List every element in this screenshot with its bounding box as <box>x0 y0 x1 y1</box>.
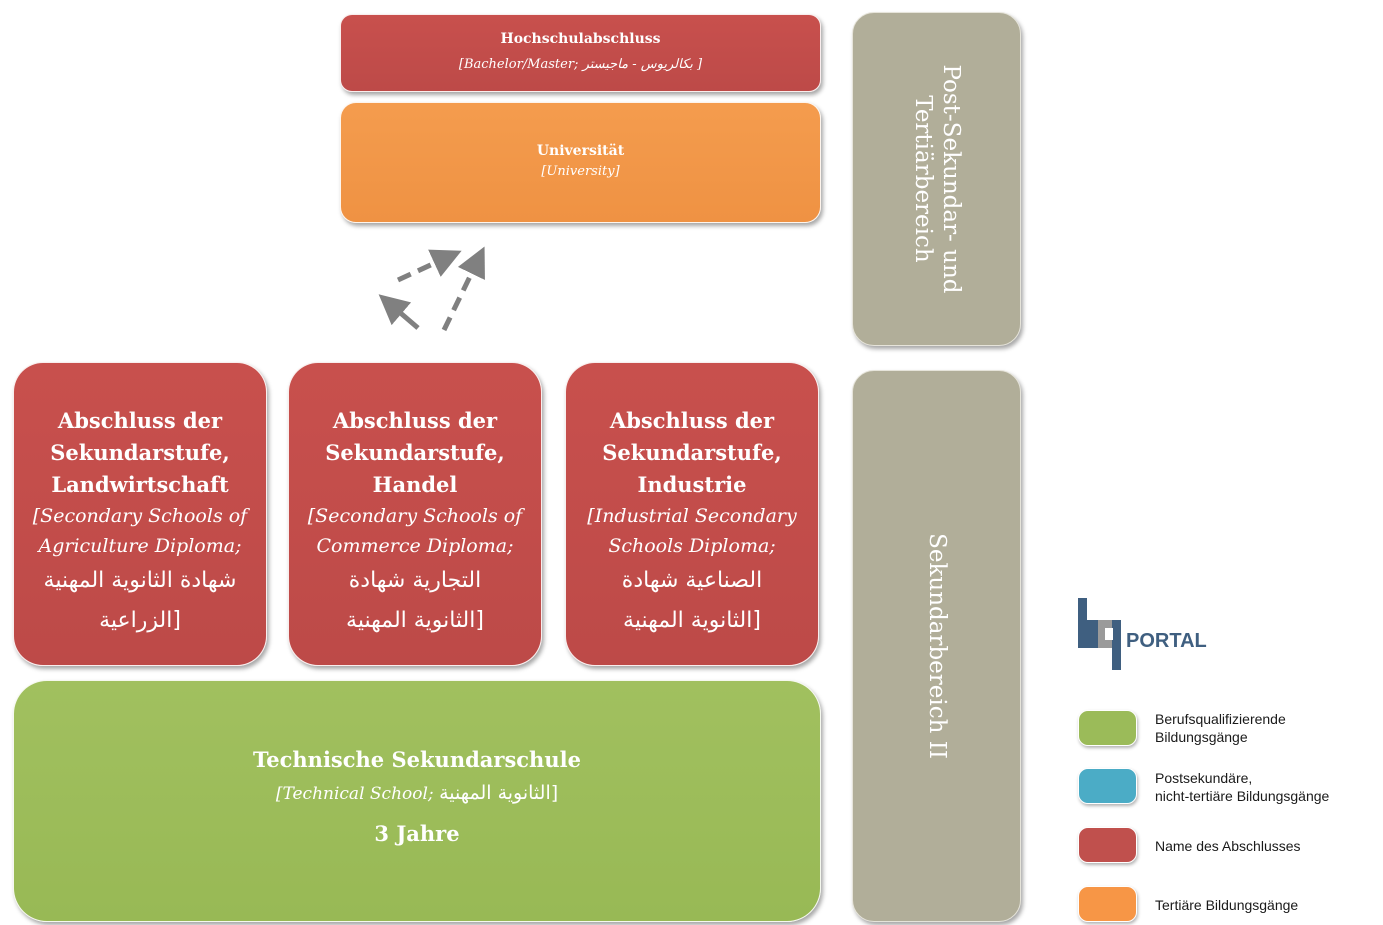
level-post-secondary-label-line1: Post-Sekundar- und <box>937 64 964 294</box>
logo-text: PORTAL <box>1126 630 1207 652</box>
legend-swatch-vocational <box>1078 710 1137 746</box>
legend-swatch-post-secondary <box>1078 768 1137 804</box>
diploma-industry-title-2: Sekundarstufe, <box>602 440 782 465</box>
diploma-commerce-arabic-1: التجارية شهادة <box>348 568 482 593</box>
level-secondary-ii-label: Sekundarbereich II <box>923 533 950 759</box>
university-box: Universität [University] <box>340 102 821 223</box>
legend-swatch-degree-name <box>1078 827 1137 863</box>
diploma-industry-english-2: Schools Diploma; <box>608 535 776 557</box>
diploma-agriculture-english-2: Agriculture Diploma; <box>38 535 242 557</box>
diploma-commerce-english-1: [Secondary Schools of <box>307 505 523 527</box>
legend-label-vocational-line1: Berufsqualifizierende <box>1155 711 1286 727</box>
technical-school-subtitle: [Technical School; الثانوية المهنية] <box>14 782 820 804</box>
university-title: Universität <box>536 143 625 159</box>
diploma-agriculture-box: Abschluss der Sekundarstufe, Landwirtsch… <box>13 362 267 666</box>
higher-education-degree-subtitle: [Bachelor/Master; بكالريوس - ماجيستر ] <box>458 57 703 72</box>
arrow-back-left <box>378 294 420 330</box>
diploma-industry-title-3: Industrie <box>637 472 747 497</box>
legend-label-vocational: Berufsqualifizierende Bildungsgänge <box>1155 710 1286 746</box>
diploma-agriculture-title-1: Abschluss der <box>57 408 223 433</box>
diploma-agriculture-title-3: Landwirtschaft <box>51 472 229 497</box>
bq-portal-logo <box>1078 598 1121 670</box>
legend-label-degree-name: Name des Abschlusses <box>1155 838 1301 854</box>
higher-education-degree-title: Hochschulabschluss <box>500 31 661 47</box>
technical-school-title: Technische Sekundarschule <box>253 747 581 772</box>
diploma-industry-title-1: Abschluss der <box>609 408 775 433</box>
level-post-secondary-tertiary: Post-Sekundar- und Tertiärbereich <box>852 12 1021 346</box>
arrow-to-university-right <box>441 246 485 332</box>
legend-label-tertiary: Tertiäre Bildungsgänge <box>1155 897 1299 913</box>
technical-school-duration: 3 Jahre <box>374 821 460 846</box>
diploma-industry-arabic-2: الثانوية المهنية] <box>623 608 761 633</box>
legend-swatch-tertiary <box>1078 886 1137 922</box>
diploma-commerce-title-3: Handel <box>372 472 458 497</box>
higher-education-degree-box: Hochschulabschluss [Bachelor/Master; بكا… <box>340 14 821 92</box>
diploma-agriculture-title-2: Sekundarstufe, <box>50 440 230 465</box>
technical-school-subtitle-en: [Technical School; <box>275 784 440 804</box>
diploma-commerce-box: Abschluss der Sekundarstufe, Handel [Sec… <box>288 362 542 666</box>
diploma-industry-arabic-1: الصناعية شهادة <box>621 568 763 593</box>
diploma-commerce-english-2: Commerce Diploma; <box>316 535 514 557</box>
legend-label-post-secondary: Postsekundäre, nicht-tertiäre Bildungsgä… <box>1155 769 1329 805</box>
level-post-secondary-label: Post-Sekundar- und Tertiärbereich <box>909 64 965 293</box>
technical-school-box: Technische Sekundarschule [Technical Sch… <box>13 680 821 922</box>
legend-label-vocational-line2: Bildungsgänge <box>1155 729 1248 745</box>
legend-label-post-secondary-line1: Postsekundäre, <box>1155 770 1253 786</box>
level-secondary-ii: Sekundarbereich II <box>852 370 1021 922</box>
university-subtitle: [University] <box>541 164 620 179</box>
progression-arrows <box>378 246 485 332</box>
diploma-commerce-title-2: Sekundarstufe, <box>325 440 505 465</box>
diploma-agriculture-english-1: [Secondary Schools of <box>32 505 248 527</box>
level-post-secondary-label-line2: Tertiärbereich <box>909 95 936 263</box>
legend-label-post-secondary-line2: nicht-tertiäre Bildungsgänge <box>1155 788 1330 804</box>
arrow-to-university-left <box>396 249 462 283</box>
diploma-commerce-title-1: Abschluss der <box>332 408 498 433</box>
diploma-agriculture-arabic-1: شهادة الثانوية المهنية <box>43 568 237 593</box>
diploma-industry-box: Abschluss der Sekundarstufe, Industrie [… <box>565 362 819 666</box>
diploma-agriculture-arabic-2: الزراعية] <box>99 608 181 633</box>
diploma-commerce-arabic-2: الثانوية المهنية] <box>346 608 484 633</box>
technical-school-subtitle-ar: الثانوية المهنية] <box>439 782 559 804</box>
diploma-industry-english-1: [Industrial Secondary <box>587 505 797 527</box>
